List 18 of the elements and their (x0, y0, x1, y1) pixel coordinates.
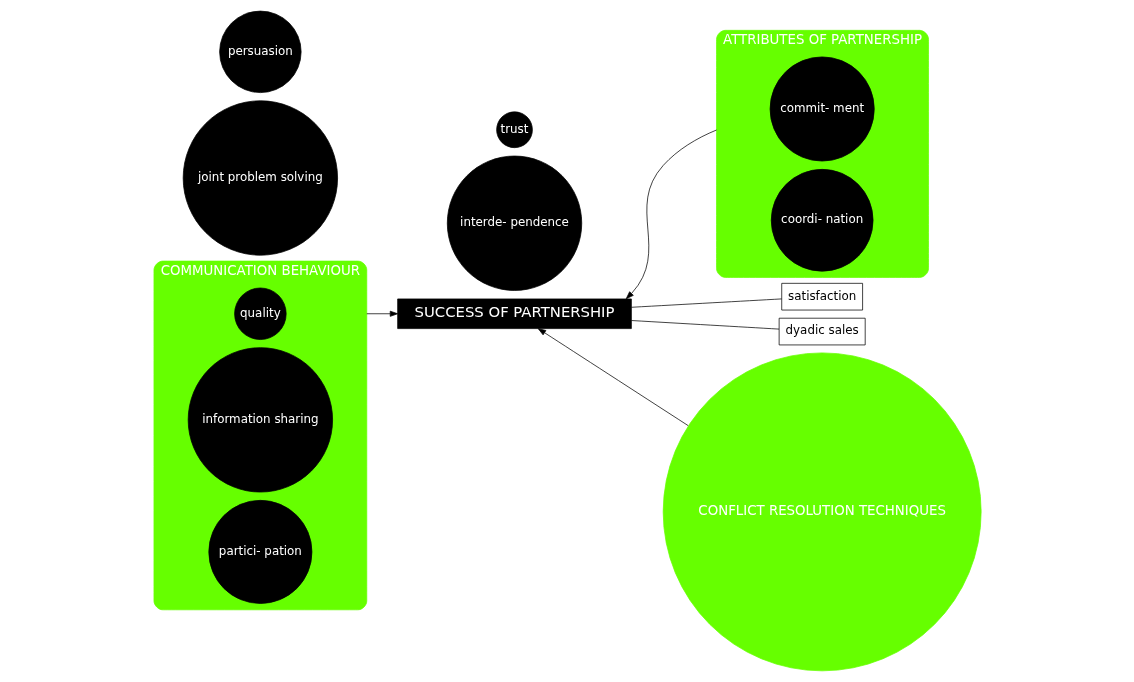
arrow (365, 310, 398, 317)
node-circle: commit- ment (769, 56, 875, 162)
node-box: dyadic sales (778, 317, 866, 346)
node-box: SUCCESS OF PARTNERSHIP (396, 298, 632, 329)
node-circle: quality (233, 287, 287, 340)
node-circle: partici- pation (207, 500, 312, 604)
node-circle: persuasion (218, 10, 301, 93)
node-circle: CONFLICT RESOLUTION TECHNIQUES (662, 352, 981, 672)
node-circle: coordi- nation (770, 169, 873, 272)
node-circle: information sharing (187, 347, 333, 493)
node-box: satisfaction (780, 282, 863, 311)
arrow (625, 129, 717, 300)
node-circle: interde- pendence (446, 155, 582, 291)
node-circle: trust (495, 111, 533, 148)
arrow (537, 328, 689, 427)
connector (630, 320, 779, 330)
node-circle: joint problem solving (182, 100, 338, 256)
connector (630, 298, 782, 308)
